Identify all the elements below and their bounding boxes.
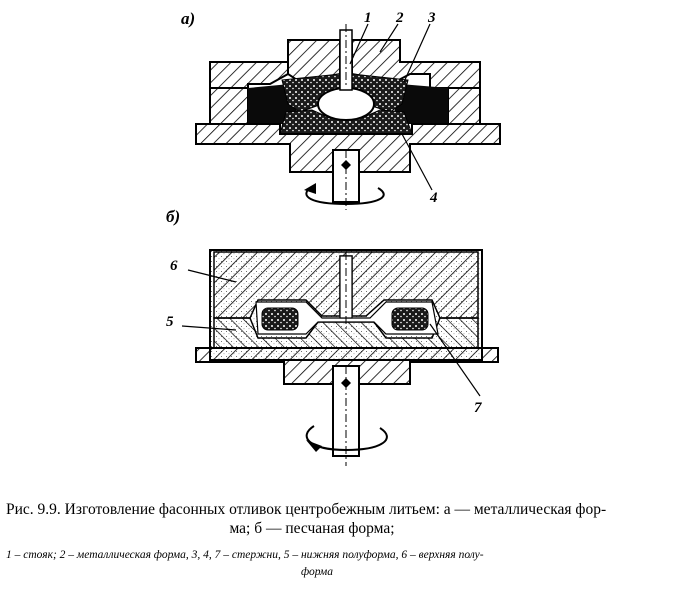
figure-caption: Рис. 9.9. Изготовление фасонных отливок … [6, 500, 678, 538]
callout-3: 3 [427, 10, 436, 26]
core-7-right [391, 307, 429, 331]
callout-2: 2 [395, 10, 404, 26]
diagram-a: а) 1 2 3 4 [181, 9, 501, 210]
rotation-arrow-b-head [306, 440, 322, 452]
legend-line-2: форма [300, 566, 334, 578]
mold-side-right [447, 87, 481, 125]
callout-5: 5 [166, 314, 174, 330]
leader-3 [403, 23, 431, 83]
casting-dark-right [392, 84, 448, 124]
callout-1: 1 [364, 10, 372, 26]
callout-7: 7 [474, 400, 482, 416]
shaft-b-marker [341, 378, 351, 388]
leader-4 [401, 133, 433, 191]
diagram-b: б) 6 5 7 [166, 207, 499, 466]
mold-side-left [209, 87, 249, 125]
panel-a-label: а) [181, 9, 195, 28]
leader-5 [181, 325, 237, 331]
leader-2 [379, 23, 399, 53]
caption-line-2: ма; б — песчаная форма; [229, 520, 395, 537]
leader-7 [429, 323, 481, 397]
metal-mold-upper-left [209, 61, 289, 89]
leader-6 [187, 269, 237, 283]
rotation-arrow-b [305, 425, 388, 452]
leader-1 [349, 23, 369, 65]
legend-line-1: 1 – стояк; 2 – металлическая форма, 3, 4… [6, 549, 484, 561]
callout-4: 4 [429, 190, 438, 206]
shaft-a-marker [341, 160, 351, 170]
central-cavity [317, 87, 375, 121]
caption-line-1: Рис. 9.9. Изготовление фасонных отливок … [6, 501, 607, 518]
lower-plate [195, 123, 501, 173]
panel-b-label: б) [166, 207, 180, 226]
figure-legend: 1 – стояк; 2 – металлическая форма, 3, 4… [6, 547, 678, 581]
callout-6: 6 [170, 258, 178, 274]
core-7-left [261, 307, 299, 331]
rotation-arrow-a-head [304, 183, 316, 194]
rotation-arrow-a [305, 187, 385, 206]
